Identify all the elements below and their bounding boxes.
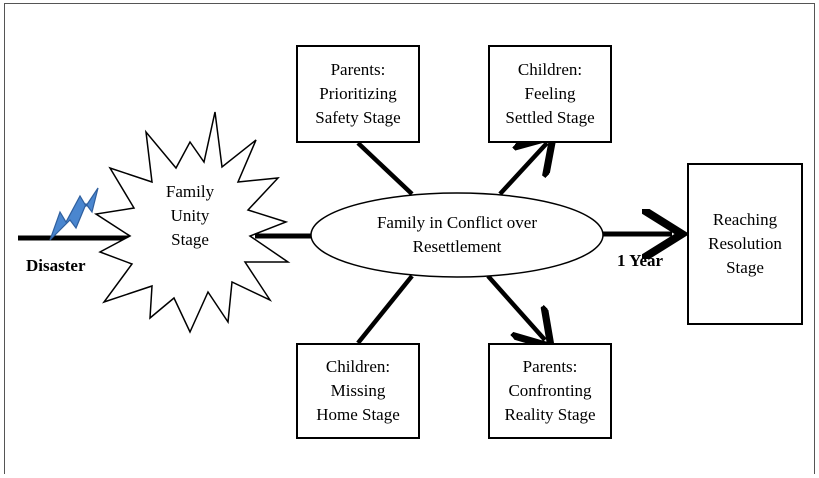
family-unity-burst — [93, 111, 291, 334]
family-unity-label: Family Unity Stage — [165, 182, 215, 249]
lightning-icon — [49, 187, 99, 241]
figure-frame — [4, 3, 815, 474]
box-children-missing-text: Children: Missing Home Stage — [316, 357, 400, 424]
box-resolution-text: Reaching Resolution Stage — [708, 210, 782, 277]
box-parents-reality-text: Parents: Confronting Reality Stage — [504, 357, 596, 424]
box-parents-reality: Parents: Confronting Reality Stage — [488, 343, 612, 439]
conflict-label: Family in Conflict over Resettlement — [376, 213, 538, 256]
arrow-children-settled — [498, 143, 547, 196]
conflict-ellipse — [310, 192, 604, 278]
box-children-missing: Children: Missing Home Stage — [296, 343, 420, 439]
spoke-parents-safety — [356, 141, 414, 196]
one-year-label: 1 Year — [617, 251, 664, 270]
spoke-children-missing — [356, 274, 414, 345]
box-children-settled: Children: Feeling Settled Stage — [488, 45, 612, 143]
box-children-settled-text: Children: Feeling Settled Stage — [505, 60, 595, 127]
disaster-label: Disaster — [26, 256, 86, 275]
box-parents-safety-text: Parents: Prioritizing Safety Stage — [315, 60, 401, 127]
box-resolution: Reaching Resolution Stage — [687, 163, 803, 325]
box-parents-safety: Parents: Prioritizing Safety Stage — [296, 45, 420, 143]
arrow-parents-reality — [486, 274, 545, 340]
